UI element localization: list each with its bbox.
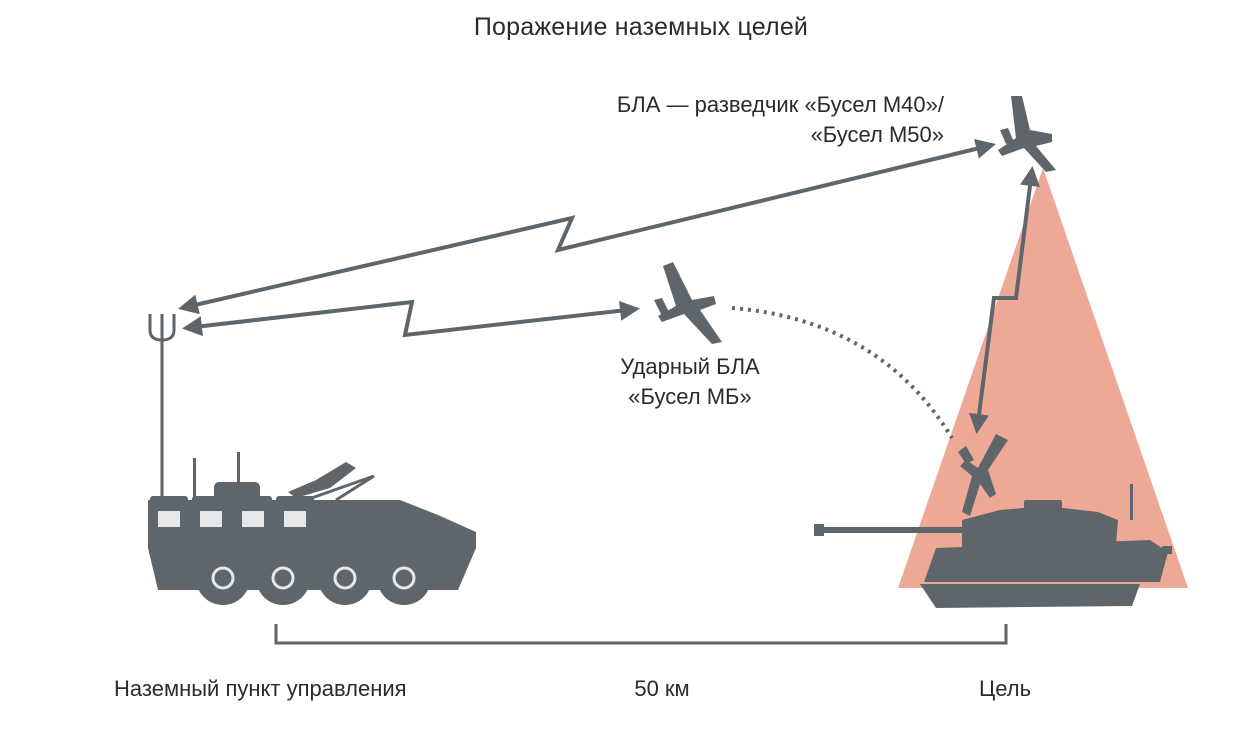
recon-to-target-arrow (969, 166, 1040, 434)
gcs-vehicle-windows (158, 511, 306, 527)
diagram-title: Поражение наземных целей (473, 13, 809, 41)
recon-uav-icon (998, 96, 1056, 172)
recon-uav-label-line1: БЛА — разведчик «Бусел М40»/ (616, 92, 944, 117)
distance-bracket (274, 624, 1008, 645)
attacking-uav-icon (958, 434, 1008, 516)
strike-trajectory-dotted (731, 306, 954, 440)
strike-uav-icon (654, 262, 722, 344)
strike-uav-label-line2: «Бусел МБ» (628, 384, 752, 409)
target-tank-icon (814, 484, 1172, 608)
strike-uav-label-line1: Ударный БЛА (620, 354, 760, 379)
recon-uav-label: БЛА — разведчик «Бусел М40»/ «Бусел М50» (617, 90, 944, 150)
distance-label: 50 км (634, 676, 690, 701)
target-label: Цель (978, 676, 1032, 701)
gcs-vehicle-wheels (196, 551, 431, 605)
gcs-antenna-icon (148, 314, 176, 496)
recon-datalink-arrow (178, 139, 996, 315)
strike-uav-label: Ударный БЛА «Бусел МБ» (590, 352, 790, 412)
strike-datalink-arrow (182, 299, 640, 338)
ground-station-label: Наземный пункт управления (114, 676, 407, 701)
